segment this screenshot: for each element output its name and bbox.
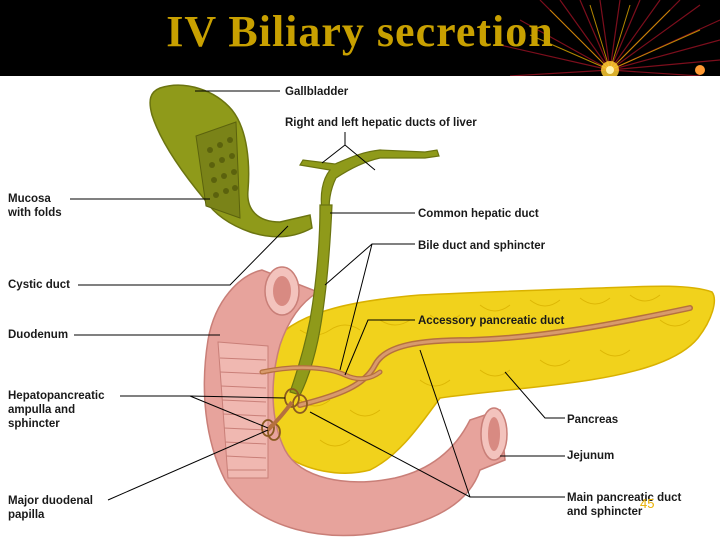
label-common-hepatic-duct: Common hepatic duct xyxy=(418,208,539,220)
label-cystic-duct: Cystic duct xyxy=(8,279,70,291)
title-bar: IV Biliary secretion xyxy=(0,0,720,76)
label-papilla: Major duodenal papilla xyxy=(8,494,93,522)
slide-title: IV Biliary secretion xyxy=(166,7,554,56)
hepatic-ducts xyxy=(299,149,440,213)
label-mucosa-line2: with folds xyxy=(8,207,62,219)
label-main-duct-line1: Main pancreatic duct xyxy=(567,492,682,504)
label-main-duct: Main pancreatic duct and sphincter xyxy=(567,491,681,519)
label-mucosa-line1: Mucosa xyxy=(8,193,51,205)
label-gallbladder: Gallbladder xyxy=(285,86,349,98)
slide-number: 45 xyxy=(640,496,655,511)
decorative-burst xyxy=(499,0,720,76)
label-pancreas: Pancreas xyxy=(567,414,619,426)
label-duodenum: Duodenum xyxy=(8,329,69,341)
label-ampulla: Hepatopancreatic ampulla and sphincter xyxy=(8,389,105,431)
label-papilla-line1: Major duodenal xyxy=(8,495,93,507)
label-accessory-duct: Accessory pancreatic duct xyxy=(418,315,565,327)
label-ampulla-line3: sphincter xyxy=(8,418,60,430)
label-hepatic-ducts: Right and left hepatic ducts of liver xyxy=(285,117,477,129)
label-ampulla-line1: Hepatopancreatic xyxy=(8,390,105,402)
biliary-anatomy-illustration xyxy=(149,84,716,537)
label-main-duct-line2: and sphincter xyxy=(567,506,643,518)
label-ampulla-line2: ampulla and xyxy=(8,404,76,416)
label-mucosa: Mucosa with folds xyxy=(8,192,62,220)
label-papilla-line2: papilla xyxy=(8,509,45,521)
label-jejunum: Jejunum xyxy=(567,450,615,462)
label-bile-duct: Bile duct and sphincter xyxy=(418,240,546,252)
